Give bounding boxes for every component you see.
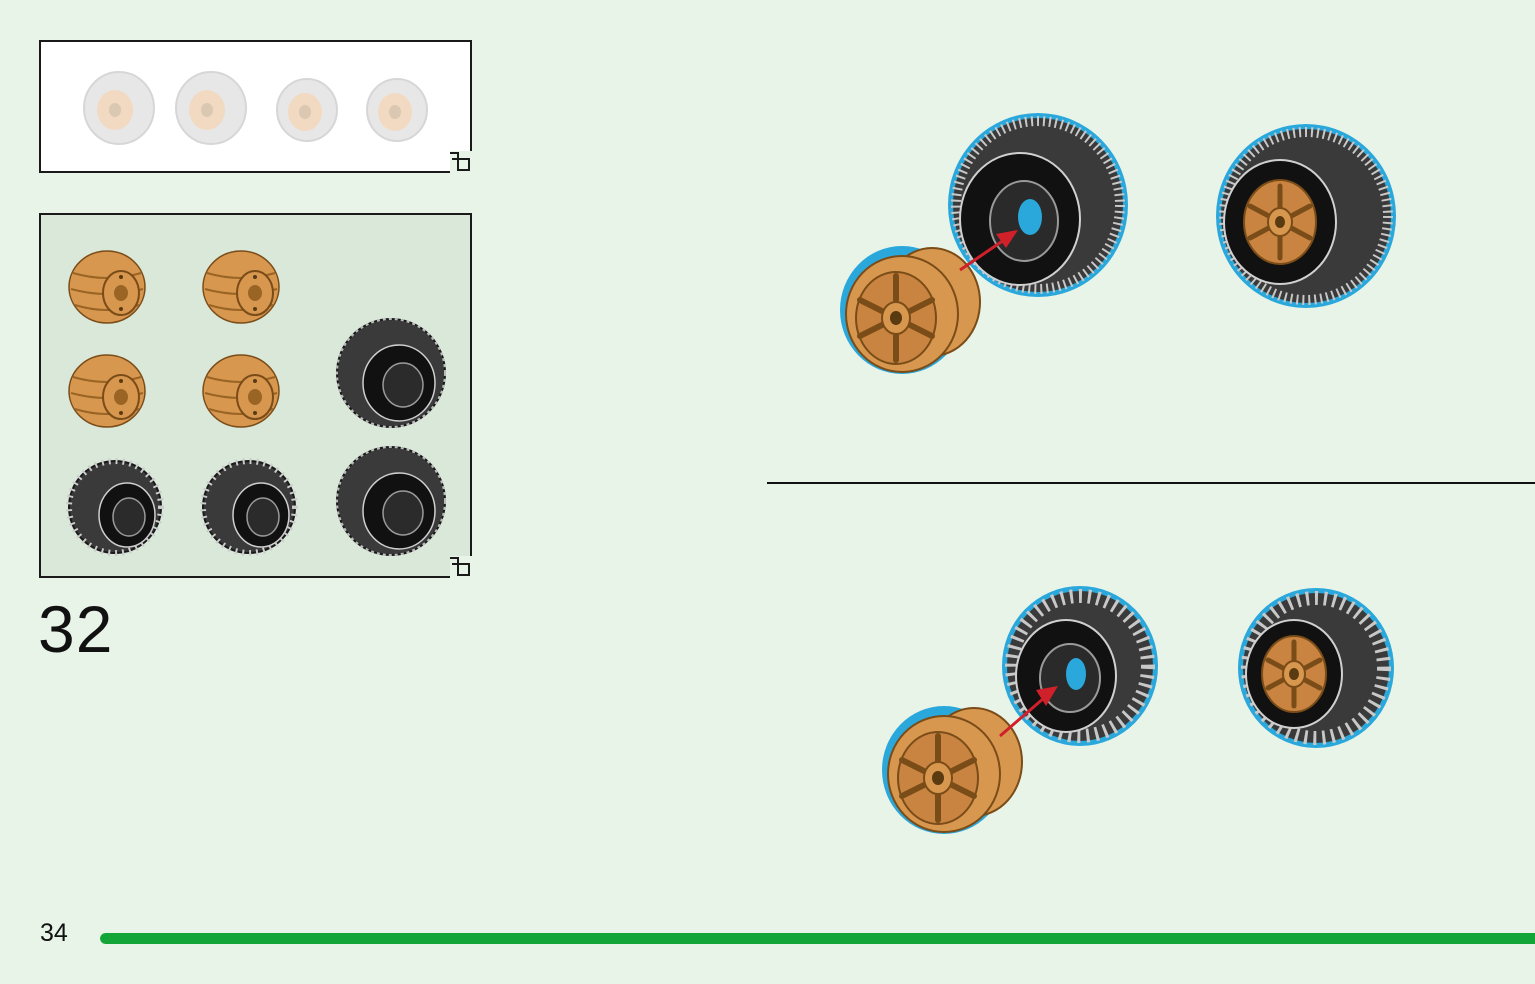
parts-list-illustration	[41, 250, 446, 556]
box-corner-icon	[450, 556, 472, 578]
progress-bar-fill	[100, 933, 1535, 944]
box-corner-icon	[450, 151, 472, 173]
previous-step-illustration	[83, 71, 428, 145]
progress-bar	[100, 933, 1535, 944]
section-divider	[767, 482, 1535, 484]
rim-icon	[840, 246, 981, 374]
rim-icon	[202, 354, 280, 428]
treaded-tire-icon	[203, 461, 295, 553]
rim-icon	[202, 250, 280, 324]
insert-arrow-icon	[959, 230, 1018, 272]
parts-list-box	[39, 213, 472, 578]
rim-icon	[68, 250, 146, 324]
treaded-tire-icon	[1002, 586, 1158, 746]
wheel-large-icon	[83, 71, 155, 145]
slick-tire-icon	[336, 318, 446, 428]
step-number: 32	[38, 592, 114, 666]
assembled-wheel-icon	[1216, 124, 1396, 308]
rim-icon	[68, 354, 146, 428]
wheel-small-icon	[276, 78, 338, 142]
wheel-small-icon	[366, 78, 428, 142]
assembly-bottom	[882, 586, 1394, 834]
treaded-tire-icon	[69, 461, 161, 553]
page-number: 34	[40, 919, 68, 947]
slick-tire-icon	[336, 446, 446, 556]
slick-tire-icon	[948, 113, 1128, 297]
previous-step-box	[39, 40, 472, 173]
assembled-wheel-icon	[1238, 588, 1394, 748]
rim-icon	[882, 706, 1023, 834]
assembly-top	[840, 113, 1396, 374]
insert-arrow-icon	[999, 686, 1058, 738]
wheel-large-icon	[175, 71, 247, 145]
